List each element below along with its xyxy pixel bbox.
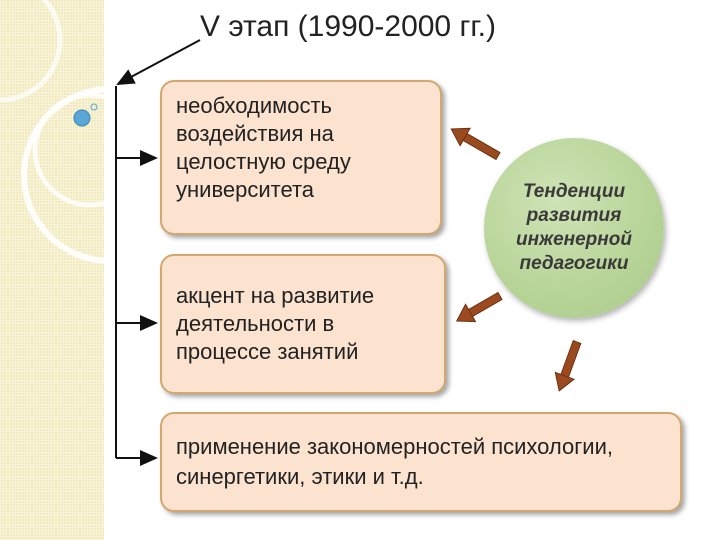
box-need-influence: необходимость воздействия на целостную с… xyxy=(160,80,442,235)
arrow-to-box2 xyxy=(455,291,503,323)
box-activity-accent: акцент на развитие деятельности в процес… xyxy=(160,254,446,394)
arrow-to-box3 xyxy=(554,339,582,392)
center-node-label: Тенденции развития инженерной педагогики xyxy=(516,181,632,274)
decorative-left-band xyxy=(0,0,104,540)
page-title: V этап (1990-2000 гг.) xyxy=(200,10,497,43)
box-application: применение закономерностей психологии, с… xyxy=(160,412,682,512)
arrow-to-box1 xyxy=(450,127,501,161)
center-node-trends: Тенденции развития инженерной педагогики xyxy=(484,138,664,318)
